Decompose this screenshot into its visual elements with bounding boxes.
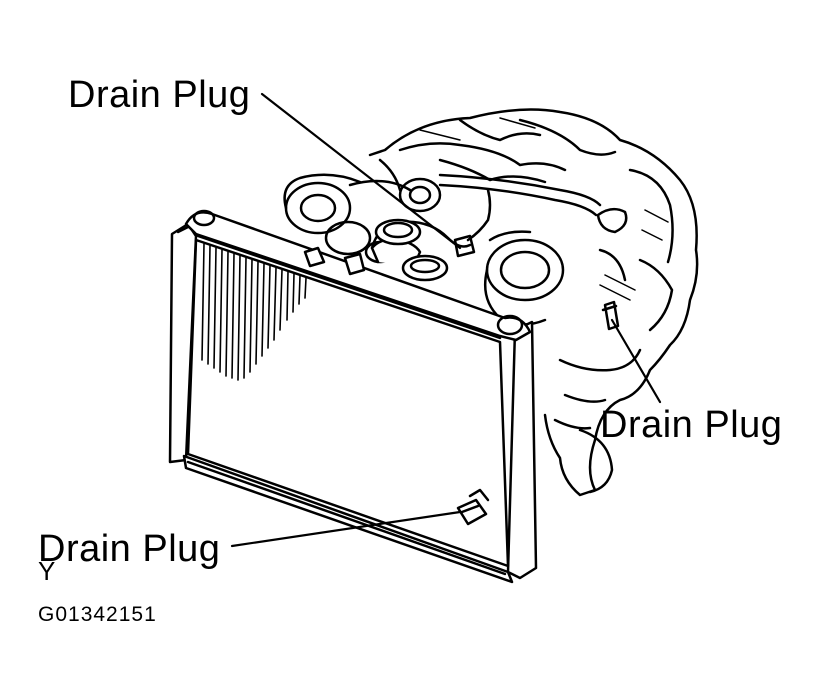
leader-right <box>610 318 662 404</box>
drain-plug-label-bottom: Drain Plug <box>38 528 221 570</box>
corner-mark: Y <box>38 556 56 586</box>
drain-plug-label-right: Drain Plug <box>600 404 783 446</box>
leader-top <box>260 92 462 250</box>
figure-code: G01342151 <box>38 603 157 626</box>
callout-leaders <box>230 92 662 548</box>
radiator <box>168 209 538 584</box>
leader-bottom <box>230 510 462 548</box>
drain-plug-label-top: Drain Plug <box>68 74 251 116</box>
engine-block <box>283 108 699 497</box>
radiator-fins <box>201 243 307 381</box>
